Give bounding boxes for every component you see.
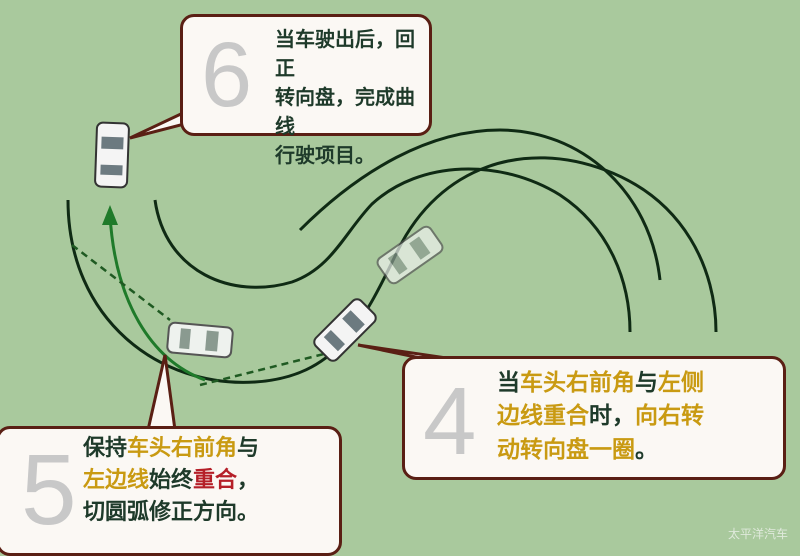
car: [376, 225, 444, 285]
step-text: 保持车头右前角与 左边线始终重合， 切圆弧修正方向。: [83, 436, 260, 525]
step-text: 当车驶出后，回正 转向盘，完成曲线 行驶项目。: [275, 27, 415, 167]
watermark: 太平洋汽车: [727, 527, 788, 541]
track-middle-line: [298, 128, 662, 281]
dashed-reference-line: [71, 244, 171, 321]
track-inner-line: [153, 167, 632, 333]
callout-step-4: 4 当车头右前角与左侧 边线重合时，向右转 动转向盘一圈。: [402, 356, 786, 480]
arrow-head: [102, 205, 118, 225]
guide-arrow: [108, 214, 206, 382]
step-number: 4: [423, 368, 477, 475]
car: [166, 321, 234, 359]
dashed-reference-line: [199, 348, 341, 387]
car: [313, 298, 377, 362]
step-number: 6: [201, 24, 253, 126]
step-text: 当车头右前角与左侧 边线重合时，向右转 动转向盘一圈。: [497, 370, 704, 463]
callout-step-5: 5 保持车头右前角与 左边线始终重合， 切圆弧修正方向。: [0, 426, 342, 556]
callout-step-6: 6 当车驶出后，回正 转向盘，完成曲线 行驶项目。: [180, 14, 432, 167]
car: [94, 121, 130, 189]
step-number: 5: [21, 434, 77, 546]
